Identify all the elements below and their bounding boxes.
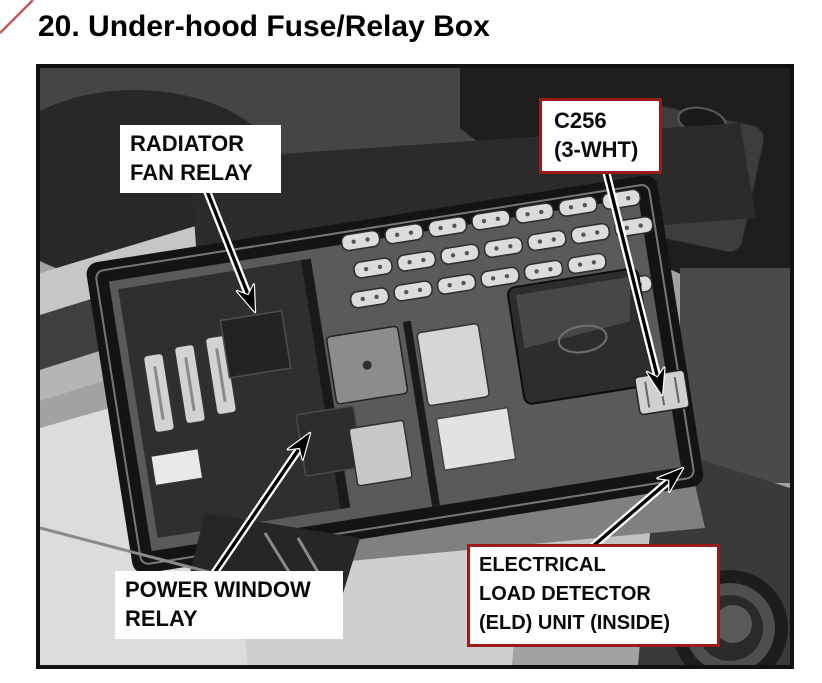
figure-frame: RADIATOR FAN RELAY C256 (3-WHT) POWER WI… bbox=[40, 68, 790, 665]
callout-eld-unit: ELECTRICAL LOAD DETECTOR (ELD) UNIT (INS… bbox=[467, 544, 720, 647]
white-relay-b bbox=[348, 419, 413, 487]
callout-line: FAN RELAY bbox=[130, 160, 253, 186]
callout-line: RADIATOR bbox=[130, 131, 245, 156]
callout-line: (ELD) UNIT (INSIDE) bbox=[479, 612, 671, 634]
callout-arrows bbox=[203, 163, 685, 576]
main-relay bbox=[326, 325, 409, 405]
photo-illustration bbox=[40, 68, 790, 665]
c256-arrow bbox=[601, 163, 666, 397]
page-title: 20. Under-hood Fuse/Relay Box bbox=[38, 10, 490, 43]
radiator-fan-relay-arrow bbox=[203, 187, 257, 314]
radiator-fan-relay-component bbox=[219, 309, 292, 379]
callout-c256-connector: C256 (3-WHT) bbox=[539, 98, 662, 175]
callout-radiator-fan-relay: RADIATOR FAN RELAY bbox=[120, 125, 281, 194]
callout-line: ELECTRICAL bbox=[479, 554, 606, 576]
corner-red-mark bbox=[0, 0, 34, 34]
callout-line: RELAY bbox=[125, 606, 198, 632]
white-relay-a bbox=[416, 323, 490, 407]
eld-unit-arrow bbox=[588, 466, 685, 551]
callout-line: POWER WINDOW bbox=[125, 577, 311, 602]
callout-line: LOAD DETECTOR bbox=[479, 583, 651, 605]
large-fuse-bank bbox=[141, 333, 239, 487]
callout-power-window-relay: POWER WINDOW RELAY bbox=[115, 571, 343, 640]
power-window-relay-arrow bbox=[211, 431, 312, 576]
callout-line: (3-WHT) bbox=[554, 137, 639, 163]
callout-line: C256 bbox=[554, 108, 607, 133]
eld-unit-component bbox=[507, 267, 656, 405]
